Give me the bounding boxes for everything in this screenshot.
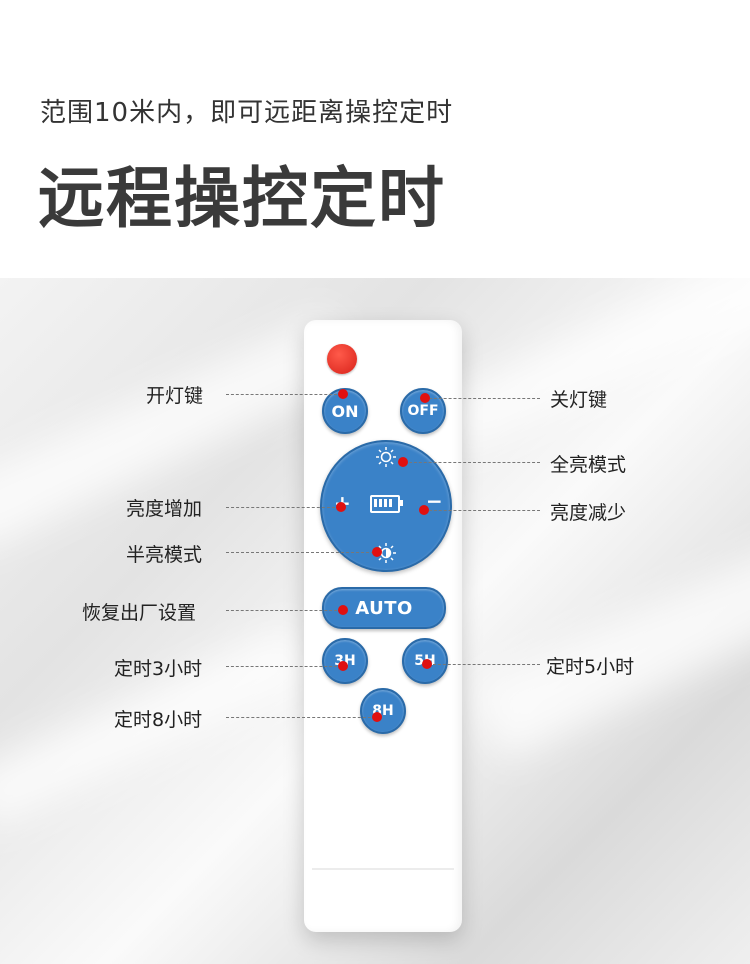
page-title: 远程操控定时 bbox=[38, 160, 446, 237]
on-button[interactable]: ON bbox=[322, 388, 368, 434]
brightness-down-button[interactable]: − bbox=[426, 489, 443, 513]
marker-dot bbox=[372, 547, 382, 557]
label-factory-reset: 恢复出厂设置 bbox=[82, 602, 197, 624]
marker-dot bbox=[338, 661, 348, 671]
marker-dot bbox=[338, 389, 348, 399]
label-light-on: 开灯键 bbox=[146, 385, 204, 407]
auto-button[interactable]: AUTO bbox=[322, 587, 446, 629]
leader-line bbox=[226, 717, 376, 718]
label-timer-3h: 定时3小时 bbox=[114, 658, 203, 680]
label-timer-8h: 定时8小时 bbox=[114, 709, 203, 731]
sun-icon[interactable] bbox=[375, 446, 397, 468]
label-brightness-up: 亮度增加 bbox=[126, 498, 203, 520]
battery-icon bbox=[370, 495, 403, 513]
label-timer-5h: 定时5小时 bbox=[546, 656, 635, 678]
marker-dot bbox=[336, 502, 346, 512]
label-half-bright-mode: 半亮模式 bbox=[126, 544, 203, 566]
marker-dot bbox=[420, 393, 430, 403]
leader-line bbox=[226, 552, 374, 553]
label-full-bright-mode: 全亮模式 bbox=[550, 454, 627, 476]
leader-line bbox=[404, 462, 540, 463]
marker-dot bbox=[398, 457, 408, 467]
timer-8h-button[interactable]: 8H bbox=[360, 688, 406, 734]
marker-dot bbox=[422, 659, 432, 669]
leader-line bbox=[424, 398, 540, 399]
leader-line bbox=[428, 664, 540, 665]
marker-dot bbox=[338, 605, 348, 615]
leader-line bbox=[226, 610, 342, 611]
power-indicator-light bbox=[327, 344, 357, 374]
subtitle: 范围10米内，即可远距离操控定时 bbox=[40, 98, 454, 128]
label-brightness-down: 亮度减少 bbox=[550, 502, 627, 524]
marker-dot bbox=[419, 505, 429, 515]
leader-line bbox=[424, 510, 540, 511]
label-light-off: 关灯键 bbox=[550, 389, 608, 411]
leader-line bbox=[226, 394, 342, 395]
leader-line bbox=[226, 666, 342, 667]
leader-line bbox=[226, 507, 340, 508]
marker-dot bbox=[372, 712, 382, 722]
